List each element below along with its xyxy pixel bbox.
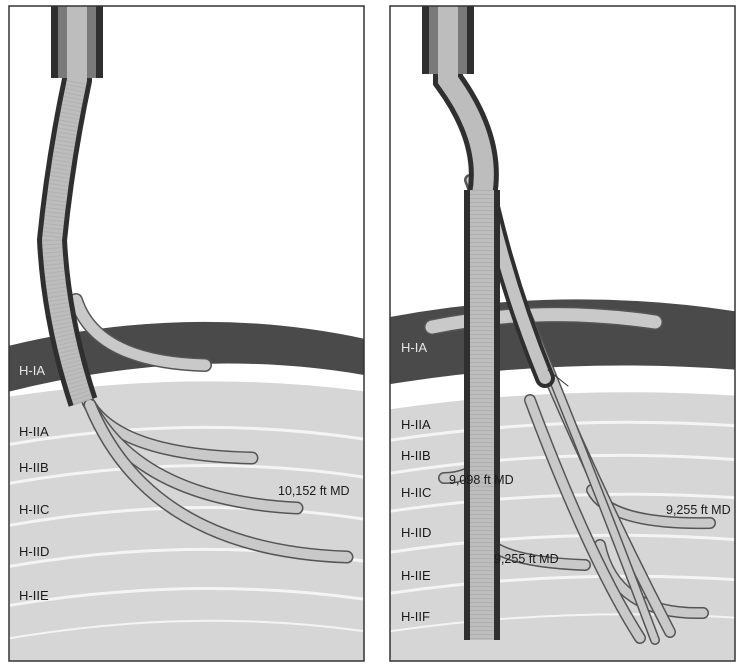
right-md-annotation-9255-left: 9,255 ft MD bbox=[494, 552, 559, 566]
right-md-annotation-9255-right: 9,255 ft MD bbox=[666, 503, 731, 517]
left-label-h-iia: H-IIA bbox=[19, 424, 49, 439]
right-label-h-iia: H-IIA bbox=[401, 417, 431, 432]
left-label-h-iib: H-IIB bbox=[19, 460, 49, 475]
left-label-h-iid: H-IID bbox=[19, 544, 49, 559]
left-label-h-iie: H-IIE bbox=[19, 588, 49, 603]
right-label-h-iif: H-IIF bbox=[401, 609, 430, 624]
left-label-h-ia: H-IA bbox=[19, 363, 45, 378]
left-md-annotation: 10,152 ft MD bbox=[278, 484, 350, 498]
left-panel: H-IA H-IIA H-IIB H-IIC H-IID H-IIE 10,15… bbox=[0, 6, 370, 664]
right-panel: H-IA H-IIA H-IIB H-IIC H-IID H-IIE H-IIF… bbox=[385, 6, 737, 664]
right-label-h-iib: H-IIB bbox=[401, 448, 431, 463]
right-label-h-iid: H-IID bbox=[401, 525, 431, 540]
right-label-h-ia: H-IA bbox=[401, 340, 427, 355]
right-md-annotation-9098: 9,098 ft MD bbox=[449, 473, 514, 487]
right-label-h-iie: H-IIE bbox=[401, 568, 431, 583]
left-label-h-iic: H-IIC bbox=[19, 502, 49, 517]
right-label-h-iic: H-IIC bbox=[401, 485, 431, 500]
